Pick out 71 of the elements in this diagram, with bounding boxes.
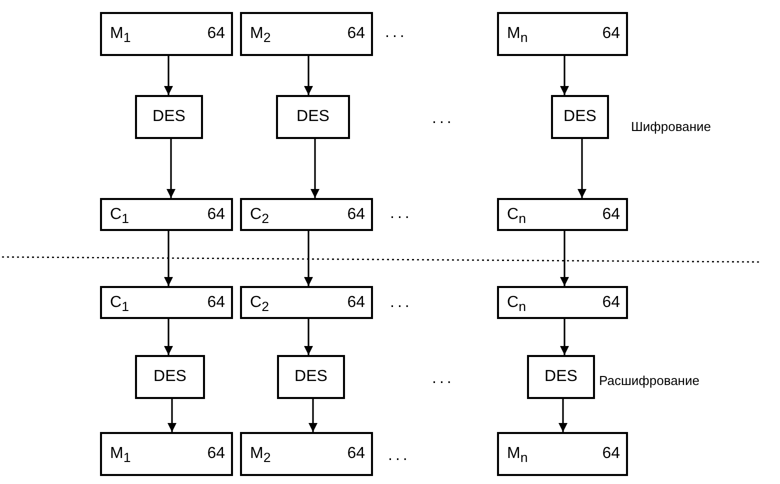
ellipsis: ... [390,205,412,223]
bit-length: 64 [347,206,365,224]
data-block-box [240,12,373,56]
data-block-box [497,432,628,476]
arrow [168,399,176,432]
block-name: C$_{n}$ [507,206,526,228]
block-name: M$_{n}$ [507,445,528,468]
bit-length: 64 [207,206,225,224]
block-name: M$_{1}$ [110,25,131,48]
data-block-box [100,198,233,231]
data-block-box [497,286,628,319]
arrow [166,139,176,198]
ellipsis: ... [390,294,412,312]
cipher-box [276,95,350,139]
data-block-box [240,286,373,319]
cipher-label: DES [294,368,328,386]
block-name: M$_{n}$ [507,25,528,48]
bit-length: 64 [347,445,365,463]
data-block-box [497,12,628,56]
bit-length: 64 [602,294,620,312]
data-block-box [240,432,373,476]
bit-length: 64 [207,25,225,43]
cipher-label: DES [152,108,186,126]
arrow [560,56,569,95]
cipher-label: DES [296,108,330,126]
stage-label: Расшифрование [599,373,700,388]
block-name: C$_{2}$ [250,206,269,228]
bit-length: 64 [602,206,620,224]
bit-length: 64 [347,25,365,43]
cipher-label: DES [152,368,188,386]
stage-label: Шифрование [631,119,711,134]
block-name: M$_{1}$ [110,445,131,468]
block-name: M$_{2}$ [250,25,271,48]
data-block-box [497,198,628,231]
cipher-box [527,355,595,399]
bit-length: 64 [602,445,620,463]
arrow [304,231,313,286]
cipher-box [135,355,205,399]
arrow [304,319,313,355]
ellipsis: ... [432,110,454,128]
data-block-box [100,286,233,319]
block-name: C$_{2}$ [250,294,269,316]
arrow [310,139,320,198]
cipher-box [277,355,345,399]
block-name: M$_{2}$ [250,445,271,468]
arrow [164,56,173,95]
cipher-label: DES [562,108,598,126]
bit-length: 64 [347,294,365,312]
cipher-box [551,95,609,139]
arrow [164,319,173,355]
block-name: C$_{1}$ [110,294,129,316]
data-block-box [240,198,373,231]
arrow [560,319,569,355]
bit-length: 64 [602,25,620,43]
data-block-box [100,432,233,476]
ellipsis: ... [432,370,454,388]
block-name: C$_{n}$ [507,294,526,316]
arrow [304,56,313,95]
arrow [578,139,586,198]
arrow [308,399,318,432]
arrow [164,231,173,286]
block-name: C$_{1}$ [110,206,129,228]
cipher-label: DES [544,368,578,386]
data-block-box [100,12,233,56]
bit-length: 64 [207,445,225,463]
arrow [560,231,569,286]
bit-length: 64 [207,294,225,312]
cipher-box [135,95,203,139]
ellipsis: ... [388,447,410,465]
ellipsis: ... [385,24,408,42]
arrow [558,399,568,432]
